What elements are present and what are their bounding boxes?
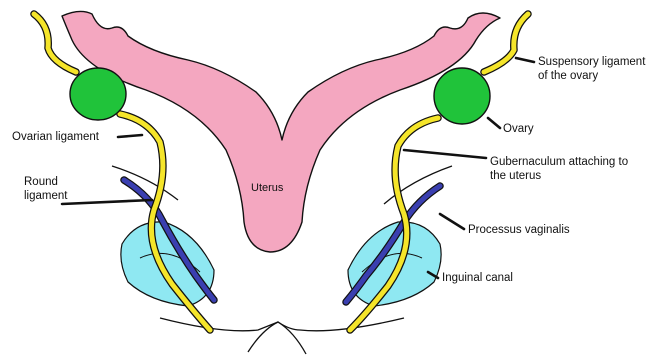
- pelvic-notch: [248, 322, 306, 354]
- left-ovary: [70, 68, 126, 120]
- leader-round-ligament: [62, 200, 152, 204]
- leader-gubernaculum: [404, 150, 486, 158]
- label-gubernaculum: Gubernaculum attaching to the uterus: [490, 155, 628, 183]
- right-ovary: [434, 68, 490, 124]
- uterus-shape: [62, 11, 500, 252]
- label-processus-vaginalis: Processus vaginalis: [468, 223, 570, 237]
- label-suspensory-ligament: Suspensory ligament of the ovary: [538, 55, 645, 83]
- leader-ovary: [488, 118, 500, 128]
- label-round-ligament: Round ligament: [24, 175, 67, 203]
- leader-suspensory-ligament: [516, 58, 534, 62]
- label-ovarian-ligament: Ovarian ligament: [12, 130, 99, 144]
- label-ovary: Ovary: [503, 122, 534, 136]
- label-inguinal-canal: Inguinal canal: [442, 271, 513, 285]
- leader-processus-vaginalis: [440, 214, 464, 229]
- label-uterus: Uterus: [251, 181, 283, 195]
- leader-ovarian-ligament: [118, 135, 142, 137]
